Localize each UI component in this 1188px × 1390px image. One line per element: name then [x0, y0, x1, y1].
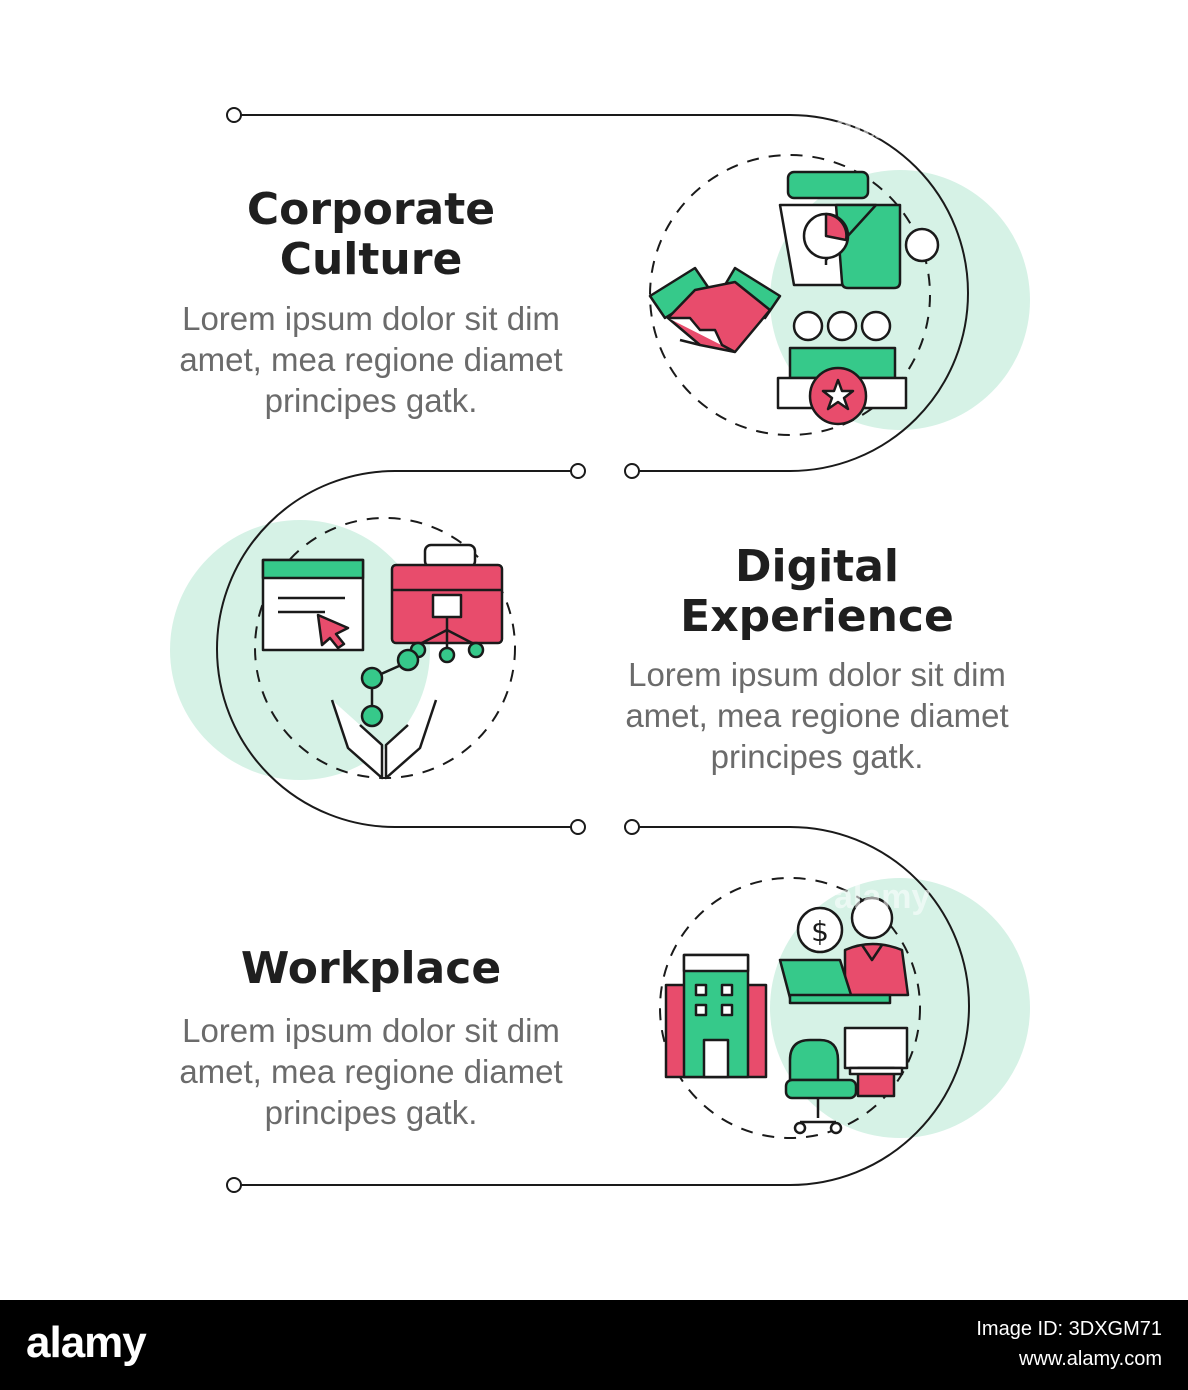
step-1-description: Lorem ipsum dolor sit dim amet, mea regi…	[121, 298, 621, 421]
connector-dot	[624, 819, 640, 835]
stock-footer-bar: alamy Image ID: 3DXGM71 www.alamy.com	[0, 1300, 1188, 1390]
step-1-title-line-2: Culture	[279, 234, 463, 285]
step-2-desc-line-2: amet, mea regione diamet	[625, 697, 1009, 734]
footer-url: www.alamy.com	[1019, 1348, 1162, 1370]
connector-dot-start	[226, 107, 242, 123]
connector-dot	[570, 463, 586, 479]
step-2-desc-line-1: Lorem ipsum dolor sit dim	[628, 656, 1006, 693]
step-2-description: Lorem ipsum dolor sit dim amet, mea regi…	[567, 654, 1067, 777]
connector-dot	[624, 463, 640, 479]
step-1-title: Corporate Culture	[131, 185, 611, 285]
step-2-desc-line-3: principes gatk.	[710, 738, 924, 775]
connector-path	[216, 114, 970, 1186]
browser-window-icon	[261, 558, 365, 652]
hands-share-icon	[330, 648, 438, 780]
step-3-title: Workplace	[240, 943, 502, 994]
footer-info: Image ID: 3DXGM71 www.alamy.com	[976, 1314, 1162, 1374]
process-diagram: $	[170, 107, 1030, 1193]
remote-worker-icon: $	[778, 896, 910, 1005]
connector-dot	[570, 819, 586, 835]
dashed-ring-3	[659, 877, 921, 1139]
watermark: alamy	[834, 878, 931, 916]
step-3-desc-line-2: amet, mea regione diamet	[179, 1053, 563, 1090]
step-1-desc-line-1: Lorem ipsum dolor sit dim	[182, 300, 560, 337]
handshake-icon	[648, 266, 782, 354]
step-1-desc-line-2: amet, mea regione diamet	[179, 341, 563, 378]
step-2-title: Digital Experience	[577, 542, 1057, 642]
office-chair-desk-icon	[784, 1026, 909, 1135]
dashed-ring-1	[649, 154, 931, 436]
footer-logo: alamy	[26, 1318, 147, 1367]
step-1-desc-line-3: principes gatk.	[264, 382, 478, 419]
step-3-desc-line-1: Lorem ipsum dolor sit dim	[182, 1012, 560, 1049]
team-award-icon	[776, 310, 908, 426]
network-briefcase-icon	[390, 543, 504, 664]
watermark: alamy	[834, 108, 931, 146]
coffee-cups-icon	[778, 170, 940, 290]
office-building-icon	[664, 953, 768, 1079]
step-1-title-line-1: Corporate	[246, 184, 496, 235]
connector-dot-end	[226, 1177, 242, 1193]
step-3-description: Lorem ipsum dolor sit dim amet, mea regi…	[121, 1010, 621, 1133]
footer-image-id: Image ID: 3DXGM71	[976, 1318, 1162, 1340]
step-2-title-line-1: Digital	[735, 541, 899, 592]
step-3-desc-line-3: principes gatk.	[264, 1094, 478, 1131]
dollar-symbol: $	[811, 915, 829, 948]
step-2-title-line-2: Experience	[680, 591, 954, 642]
